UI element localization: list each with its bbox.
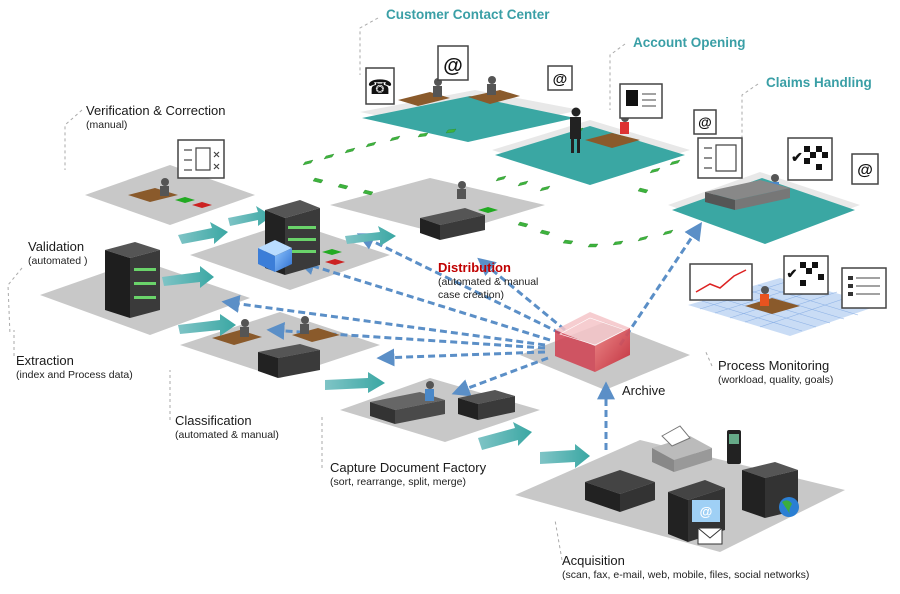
data-cube-icon [258,240,292,272]
acquisition-title: Acquisition [562,553,625,568]
id-card-sign-icon [619,83,663,119]
crossword-sign-icon: ✔ [787,137,833,181]
process-monitoring-sub: (workload, quality, goals) [718,374,834,386]
label-distribution: Distribution (automated & manual case cr… [438,260,538,302]
person-icons [160,76,779,401]
validation-sub: (automated ) [28,255,88,267]
classification-sub: (automated & manual) [175,429,279,441]
email-sign-icon: @ [851,153,879,185]
checklist-sign-icon [177,139,225,179]
svg-text:@: @ [698,114,712,130]
label-extraction: Extraction (index and Process data) [16,353,133,382]
customer-contact-title: Customer Contact Center [386,7,550,22]
phone-sign-icon: ☎ [365,67,395,105]
svg-text:@: @ [553,71,568,88]
archive-arrows [221,222,702,450]
label-process-monitoring: Process Monitoring (workload, quality, g… [718,358,833,387]
verification-sub: (manual) [86,119,128,131]
fax-icon [652,425,712,472]
svg-text:✔: ✔ [791,149,803,165]
archive-cube-icon [555,312,630,372]
server-icon [105,242,160,318]
distribution-sub1: (automated & manual [438,276,539,288]
platform-customer-contact [360,90,580,142]
mobile-phone-icon [727,430,741,464]
platform-distribution-desk [330,178,545,235]
tray-icons [175,197,498,265]
envelope-icon [697,527,723,545]
label-acquisition: Acquisition (scan, fax, e-mail, web, mob… [562,553,809,582]
globe-icon [779,497,799,517]
process-monitoring-title: Process Monitoring [718,358,830,373]
verification-title: Verification & Correction [86,103,226,118]
printer-icon [585,470,655,512]
extraction-title: Extraction [16,353,74,368]
svg-text:✔: ✔ [787,266,798,281]
svg-text:☎: ☎ [368,75,393,99]
chart-sign-icon [689,263,753,301]
label-archive: Archive [622,383,665,399]
label-validation: Validation (automated ) [28,239,88,268]
acquisition-devices: @ [585,425,799,545]
distribution-sub2: case creation) [438,289,504,301]
label-verification: Verification & Correction (manual) [86,103,225,132]
svg-text:@: @ [443,55,463,77]
capture-title: Capture Document Factory [330,460,487,475]
email-sign-icon: @ [693,109,717,135]
extraction-sub: (index and Process data) [16,369,133,381]
svg-text:@: @ [700,504,713,519]
label-classification: Classification (automated & manual) [175,413,279,442]
crossword-sign-icon: ✔ [783,255,829,295]
label-customer-contact-center: Customer Contact Center [386,7,550,23]
table-sign-icon [841,267,887,309]
email-sign-icon: @ [547,65,573,91]
server-icon [458,390,515,420]
validation-title: Validation [28,239,85,254]
account-opening-title: Account Opening [633,35,746,50]
capture-sub: (sort, rearrange, split, merge) [330,476,466,488]
reception-counter [705,180,790,210]
email-sign-icon: @ [437,45,469,81]
checklist-sign-icon [697,137,743,179]
server-icon [258,344,320,378]
acquisition-sub: (scan, fax, e-mail, web, mobile, files, … [562,569,810,581]
server-icon [420,208,485,240]
label-account-opening: Account Opening [633,35,746,51]
archive-title: Archive [622,383,666,398]
label-capture-document-factory: Capture Document Factory (sort, rearrang… [330,460,486,489]
classification-title: Classification [175,413,252,428]
claims-handling-title: Claims Handling [766,75,872,90]
distribution-title: Distribution [438,260,511,275]
teal-flow-arrows [162,206,590,468]
svg-text:@: @ [857,162,873,179]
label-claims-handling: Claims Handling [766,75,872,91]
platform-account-opening [492,120,690,185]
